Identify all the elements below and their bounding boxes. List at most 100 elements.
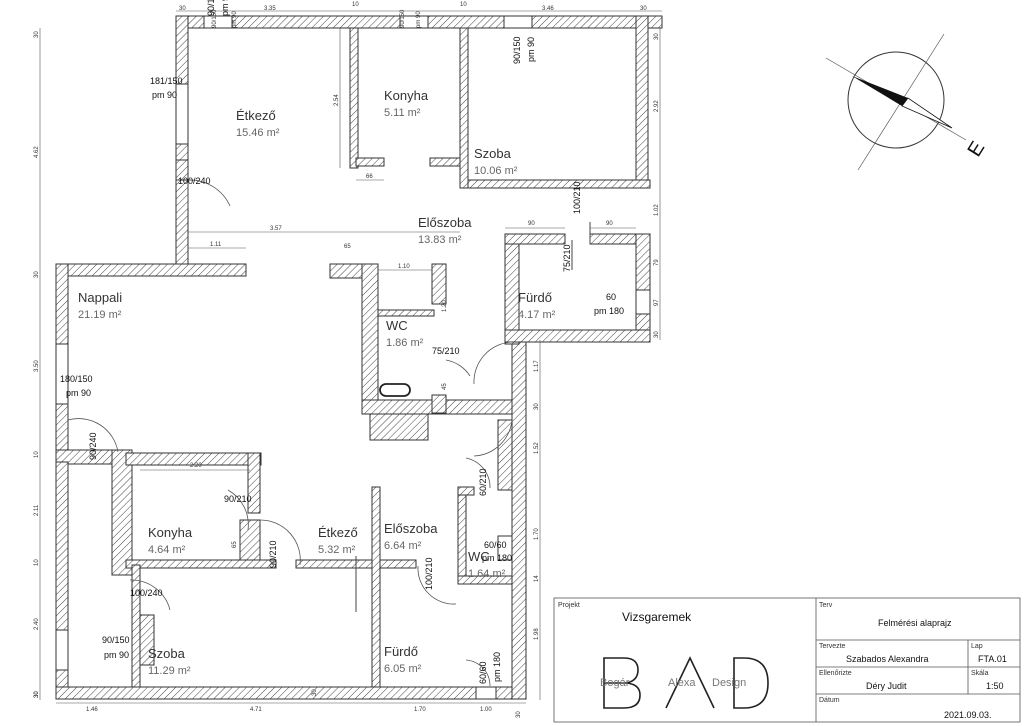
dim-top-6: pm 90	[416, 11, 422, 28]
checker-label: Ellenőrizte	[819, 670, 852, 677]
compass-label: E	[964, 138, 990, 161]
opening-3: 90/150	[512, 36, 522, 64]
dim-inner-9: 65	[232, 541, 238, 548]
opening-24: 60/60	[478, 661, 488, 684]
plan-label: Terv	[819, 602, 833, 609]
opening-6: pm 90	[220, 0, 230, 16]
dim-right-6: 1.17	[534, 360, 540, 372]
dim-inner-10: 90	[528, 221, 535, 227]
dim-right-0: 30	[654, 33, 660, 40]
dim-inner-0: 2.54	[334, 94, 340, 106]
room-area-furdo-1: 4.17 m²	[518, 309, 556, 321]
room-area-etkezo-2: 5.32 m²	[318, 544, 356, 556]
dim-right-11: 1.98	[534, 628, 540, 640]
room-name-furdo-1: Fürdő	[518, 290, 552, 305]
dimension-texts: 30 90/150 pm 90 3.35 10 90/150 pm 90 10 …	[34, 2, 660, 718]
sheet-value: FTA.01	[978, 654, 1007, 664]
dim-inner-4: 65	[344, 244, 351, 250]
dim-right-2: 1.02	[654, 204, 660, 216]
dim-left-2: 30	[34, 271, 40, 278]
dim-inner-8: 2.20	[190, 463, 202, 469]
room-name-konyha-1: Konyha	[384, 88, 429, 103]
opening-5: 90/150	[206, 0, 216, 16]
opening-10: pm 180	[594, 306, 624, 316]
date-value: 2021.09.03.	[944, 710, 992, 720]
dim-right-4: 97	[654, 299, 660, 306]
opening-13: pm 90	[66, 388, 91, 398]
room-area-wc-2: 1.64 m²	[468, 568, 506, 580]
opening-2: 100/240	[178, 176, 211, 186]
dim-left-7: 2.40	[34, 618, 40, 630]
dim-bottom-4: 1.70	[414, 707, 426, 713]
opening-25: pm 180	[492, 652, 502, 682]
room-name-szoba-2: Szoba	[148, 646, 186, 661]
logo-word-0: Bogár	[600, 677, 630, 689]
project-label: Projekt	[558, 602, 580, 609]
room-area-nappali: 21.19 m²	[78, 309, 122, 321]
room-area-furdo-2: 6.05 m²	[384, 663, 422, 675]
dim-right-9: 1.70	[534, 528, 540, 540]
room-area-szoba-2: 11.29 m²	[148, 665, 191, 677]
room-area-konyha-1: 5.11 m²	[384, 107, 421, 119]
dim-right-7: 30	[534, 403, 540, 410]
room-name-szoba-1: Szoba	[474, 146, 512, 161]
dim-inner-2: 3.57	[270, 226, 282, 232]
dim-bottom-3: 30	[312, 689, 318, 696]
opening-11: 75/210	[432, 346, 460, 356]
dim-right-10: 14	[534, 575, 540, 582]
dim-top-2: pm 90	[232, 11, 238, 28]
designer-value: Szabados Alexandra	[846, 654, 929, 664]
room-name-nappali: Nappali	[78, 290, 122, 305]
room-area-wc-1: 1.86 m²	[386, 337, 424, 349]
dim-left-8: 30	[34, 691, 40, 698]
dim-bottom-1: 1.46	[86, 707, 98, 713]
dimension-lines	[39, 10, 662, 704]
dim-inner-6: 1.20	[442, 300, 448, 312]
dim-left-1: 4.62	[34, 146, 40, 158]
opening-18: 90/150	[102, 635, 130, 645]
opening-1: pm 90	[152, 90, 177, 100]
dim-top-0: 30	[179, 6, 186, 12]
logo-word-2: Design	[712, 677, 746, 689]
opening-20: 60/210	[478, 468, 488, 496]
bad-logo: Bogár Alexa Design	[600, 656, 769, 709]
opening-4: pm 90	[526, 37, 536, 62]
title-block: Projekt Vizsgaremek Terv Felmérési alapr…	[553, 597, 1021, 723]
dim-right-3: 79	[654, 259, 660, 266]
opening-8: 75/210	[562, 244, 572, 272]
room-name-etkezo-1: Étkező	[236, 108, 276, 123]
opening-14: 90/240	[88, 432, 98, 460]
room-name-eloszoba-1: Előszoba	[418, 215, 472, 230]
dim-left-0: 30	[34, 31, 40, 38]
dim-inner-11: 90	[606, 221, 613, 227]
opening-12: 180/150	[60, 374, 93, 384]
dim-inner-1: 66	[366, 174, 373, 180]
compass-needle-icon	[852, 76, 908, 106]
dim-bottom-2: 4.71	[250, 707, 262, 713]
doors	[67, 179, 591, 687]
room-area-eloszoba-2: 6.64 m²	[384, 540, 422, 552]
dim-inner-7: 45	[442, 383, 448, 390]
opening-9: 60	[606, 292, 616, 302]
dim-top-4: 10	[352, 2, 359, 8]
toilet-symbol	[379, 383, 411, 397]
project-value: Vizsgaremek	[622, 610, 692, 624]
opening-22: pm 180	[482, 553, 512, 563]
dim-right-8: 1.52	[534, 442, 540, 454]
dim-bottom-6: 30	[516, 711, 522, 718]
scale-label: Skála	[971, 670, 989, 677]
opening-0: 181/150	[150, 76, 183, 86]
opening-tags: 181/150 pm 90 100/240 90/150 pm 90 90/15…	[60, 0, 624, 684]
sheet-label: Lap	[971, 643, 983, 650]
scale-value: 1:50	[986, 681, 1004, 691]
room-area-konyha-2: 4.64 m²	[148, 544, 186, 556]
compass: E	[825, 33, 990, 171]
room-labels: Étkező 15.46 m² Konyha 5.11 m² Szoba 10.…	[78, 88, 556, 677]
opening-19: pm 90	[104, 650, 129, 660]
dim-right-1: 2.92	[654, 100, 660, 112]
dim-right-5: 30	[654, 331, 660, 338]
dim-left-3: 3.50	[34, 360, 40, 372]
logo-word-1: Alexa	[668, 677, 696, 689]
date-label: Dátum	[819, 697, 840, 704]
